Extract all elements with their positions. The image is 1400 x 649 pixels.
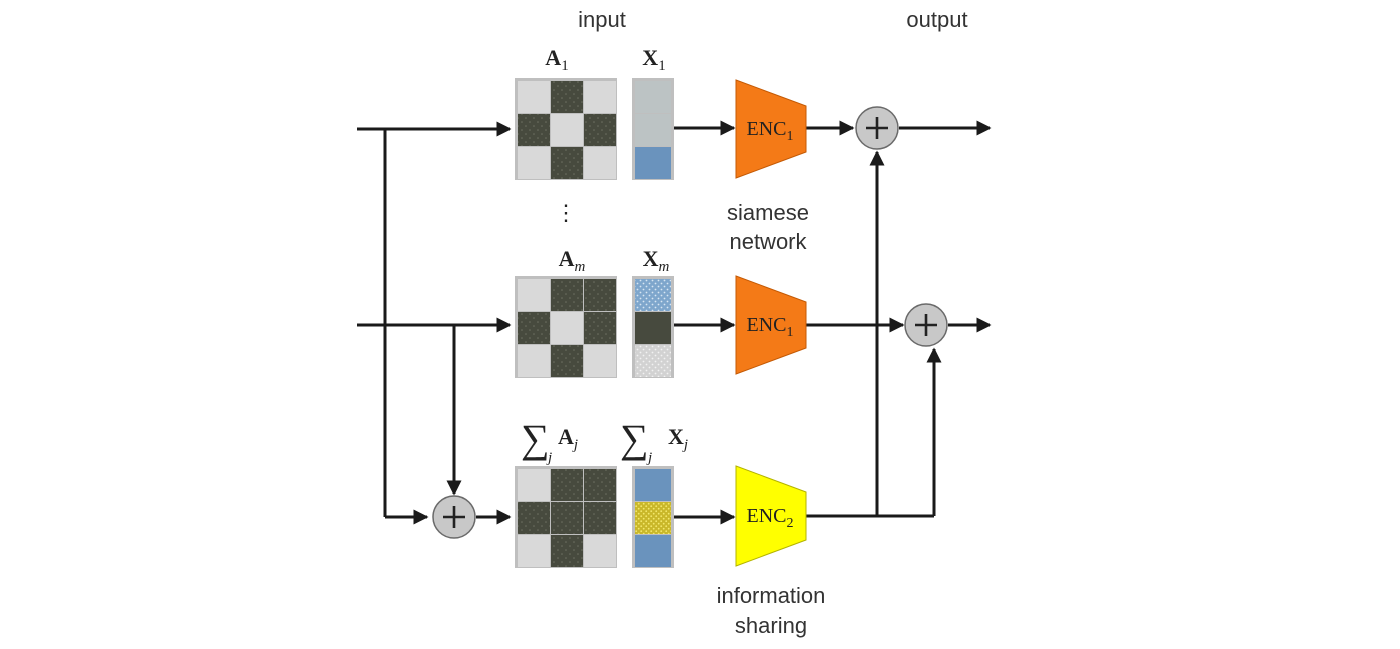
encoder-enc1-mid: ENC1 — [735, 275, 807, 375]
svg-text:∑: ∑ — [620, 416, 649, 461]
info-label-line2: sharing — [735, 613, 807, 638]
svg-text:ENC1: ENC1 — [747, 118, 794, 144]
x1-label: X1 — [642, 45, 665, 74]
svg-text:ENC1: ENC1 — [747, 314, 794, 340]
mid-adder — [904, 303, 948, 347]
am-label: Am — [559, 246, 586, 275]
svg-text:j: j — [646, 450, 652, 466]
matrix-sum-a — [515, 466, 617, 568]
matrix-a1 — [515, 78, 617, 180]
sum-adder — [432, 495, 476, 539]
svg-text:ENC2: ENC2 — [747, 505, 794, 531]
vertical-ellipsis: ⋮ — [555, 200, 577, 225]
xm-label: Xm — [643, 246, 670, 275]
input-label: input — [578, 7, 626, 32]
a1-label: A1 — [545, 45, 568, 74]
siamese-label-line1: siamese — [727, 200, 809, 225]
encoder-enc1-top: ENC1 — [735, 79, 807, 179]
info-label-line1: information — [717, 583, 826, 608]
svg-text:j: j — [546, 450, 552, 466]
matrix-am — [515, 276, 617, 378]
vector-sum-x — [632, 466, 674, 568]
vector-x1 — [632, 78, 674, 180]
svg-text:Aj: Aj — [558, 424, 578, 453]
output-label: output — [906, 7, 967, 32]
encoder-enc2: ENC2 — [735, 465, 807, 567]
vector-xm — [632, 276, 674, 378]
siamese-label-line2: network — [729, 229, 807, 254]
sum-a-label: ∑ j Aj — [521, 416, 578, 466]
sum-x-label: ∑ j Xj — [620, 416, 688, 466]
svg-text:∑: ∑ — [521, 416, 550, 461]
svg-text:Xj: Xj — [668, 424, 688, 453]
top-adder — [855, 106, 899, 150]
